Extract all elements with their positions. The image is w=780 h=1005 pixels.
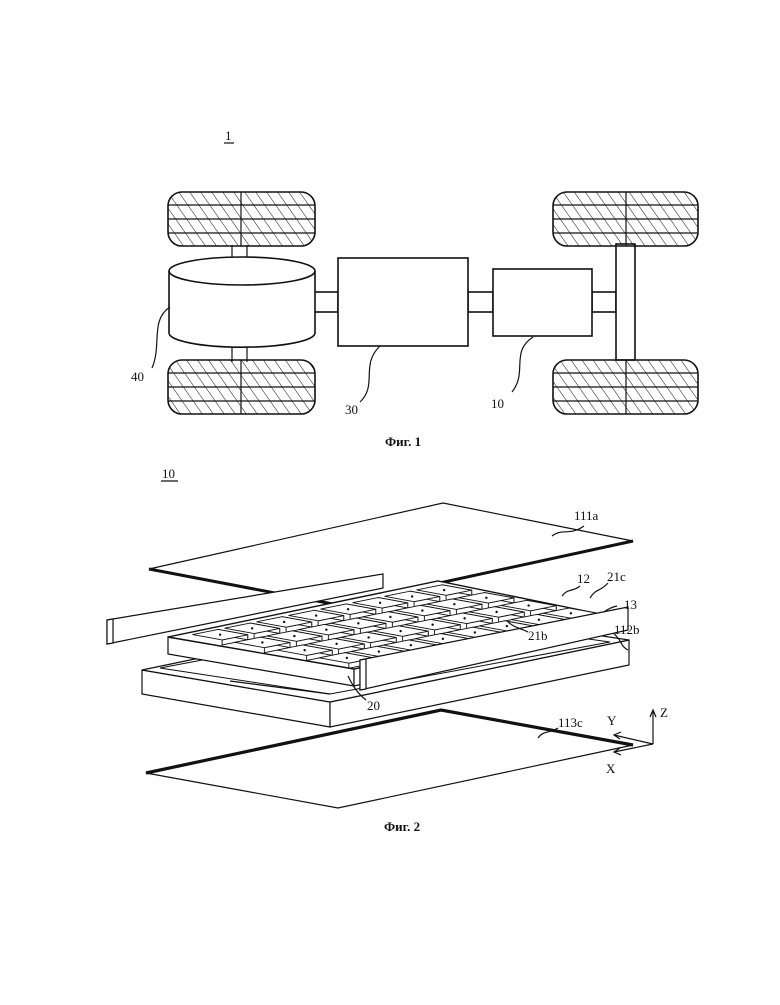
cell-terminal [474,631,476,633]
label-20: 20 [367,698,380,713]
cell-terminal [399,630,401,632]
cell-terminal [346,657,348,659]
figure-1: 1 [131,128,698,449]
figure-2-caption: Фиг. 2 [384,819,420,834]
top-cover [149,503,633,605]
cell-terminal [453,603,455,605]
battery-box [493,269,592,336]
cell-terminal [411,595,413,597]
axis-y-label: Y [607,713,617,728]
leader-21c [590,583,608,598]
cell-terminal [347,608,349,610]
leader-30 [360,346,380,402]
wheel-rear-left [168,360,315,414]
cell-terminal [379,602,381,604]
cell-terminal [293,635,295,637]
leader-40 [152,307,170,368]
cell-terminal [261,641,263,643]
label-12: 12 [577,571,590,586]
cell-terminal [421,609,423,611]
shaft-controller-battery [468,292,493,312]
cell-terminal [367,636,369,638]
cell-terminal [463,617,465,619]
cell-terminal [485,597,487,599]
label-10: 10 [491,396,504,411]
cell-terminal [431,623,433,625]
cell-terminal [303,649,305,651]
label-21c: 21c [607,569,626,584]
label-112b: 112b [614,622,640,637]
label-30: 30 [345,402,358,417]
figure-1-ref: 1 [225,128,232,143]
shaft-motor-controller [313,292,338,312]
cell-terminal [570,612,572,614]
right-axle [616,244,635,360]
axis-x-label: X [606,761,616,776]
label-40: 40 [131,369,144,384]
shaft-battery-axle [592,292,616,312]
cell-terminal [538,618,540,620]
label-113c: 113c [558,715,583,730]
label-111a: 111a [574,508,599,523]
motor-cylinder [169,257,315,347]
label-21b: 21b [528,628,548,643]
cell-terminal [378,650,380,652]
wheel-front-left [168,192,315,246]
cell-terminal [442,638,444,640]
cell-terminal [527,604,529,606]
cell-terminal [283,621,285,623]
cell-terminal [506,625,508,627]
cell-terminal [335,643,337,645]
cell-terminal [357,622,359,624]
label-13: 13 [624,597,637,612]
leader-12 [562,586,580,596]
controller-box [338,258,468,346]
cell-terminal [251,627,253,629]
cell-terminal [325,628,327,630]
wheel-rear-right [553,360,698,414]
cell-terminal [443,589,445,591]
cell-terminal [410,644,412,646]
cell-terminal [389,616,391,618]
leader-10 [512,337,533,392]
figure-1-caption: Фиг. 1 [385,434,421,449]
wheel-front-right [553,192,698,246]
cell-terminal [219,633,221,635]
cell-terminal [495,611,497,613]
cell-terminal [315,614,317,616]
axis-z-label: Z [660,705,668,720]
figure-2-ref: 10 [162,466,175,481]
figure-2: 10 [107,466,668,834]
